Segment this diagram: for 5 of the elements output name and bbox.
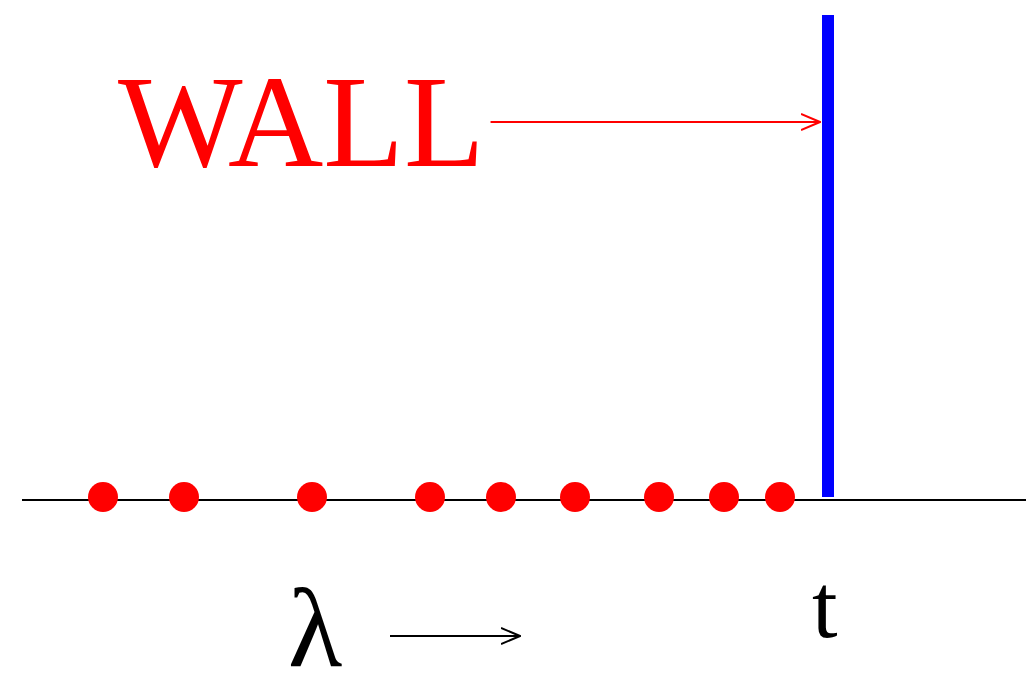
arrow [489, 113, 821, 131]
wall-label: WALL [118, 56, 485, 188]
time-label: t [812, 560, 838, 652]
wall-bar [822, 15, 834, 497]
lambda-label: λ [288, 572, 343, 684]
